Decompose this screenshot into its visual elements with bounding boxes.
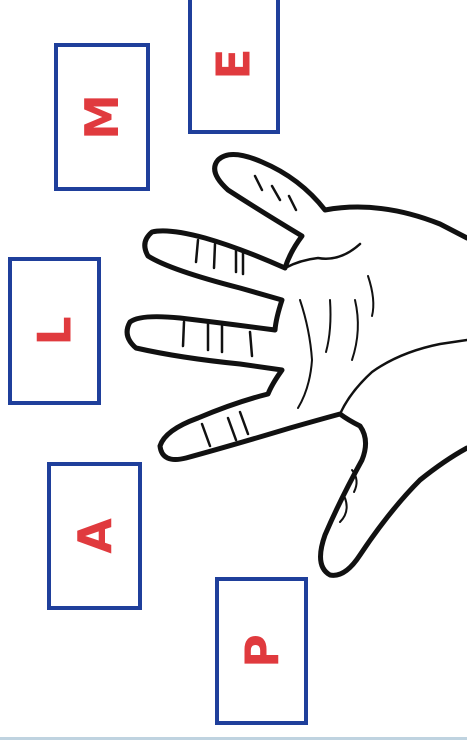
palm-crease-5 [326, 300, 331, 352]
palm-crease-3 [352, 300, 358, 360]
palm-crease-4 [368, 276, 373, 316]
finger-joint [255, 176, 296, 210]
hand-outline [127, 154, 467, 575]
palm-crease-1 [340, 340, 467, 414]
palm-crease-6 [298, 300, 312, 408]
finger-joint [196, 240, 243, 274]
